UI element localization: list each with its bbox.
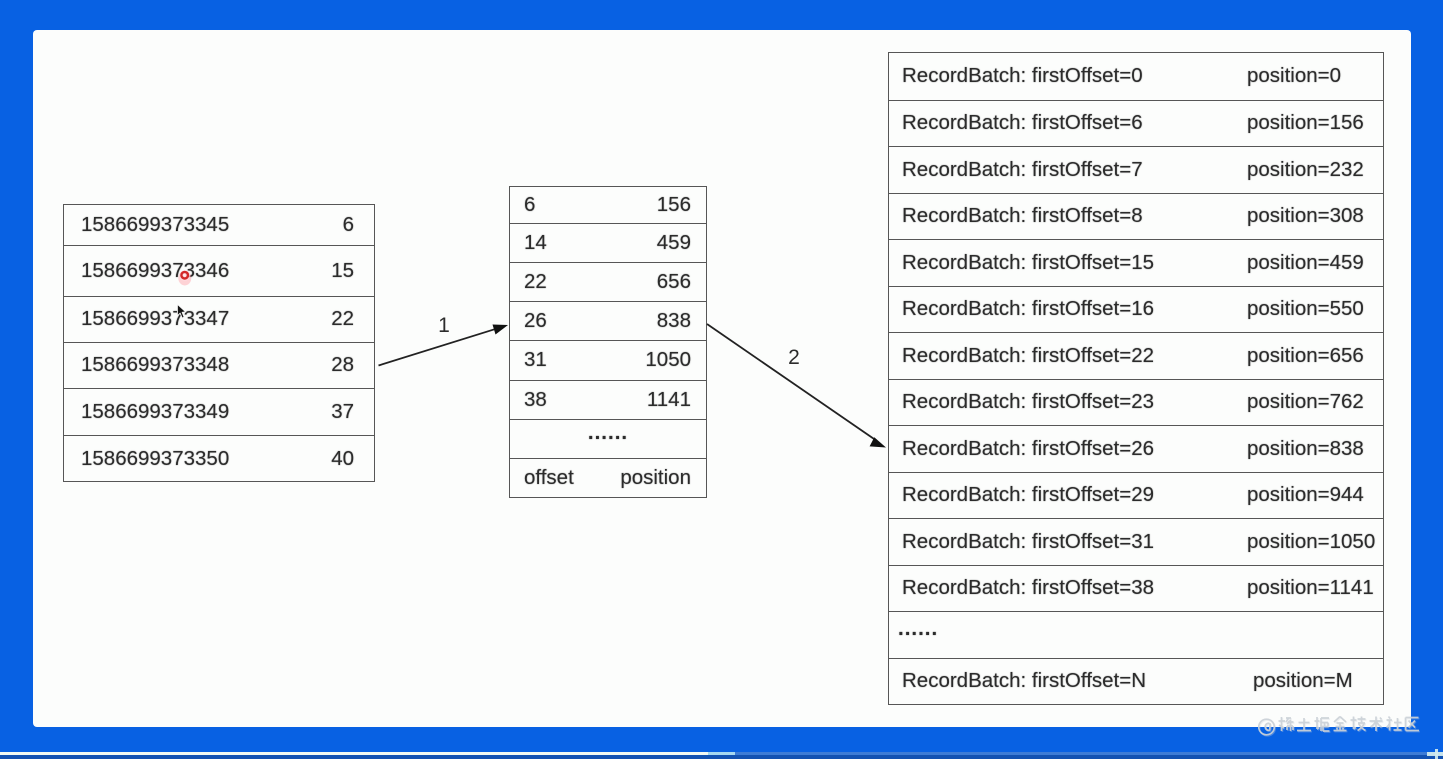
svg-text:2: 2 bbox=[788, 346, 800, 369]
svg-text:1: 1 bbox=[438, 314, 450, 337]
